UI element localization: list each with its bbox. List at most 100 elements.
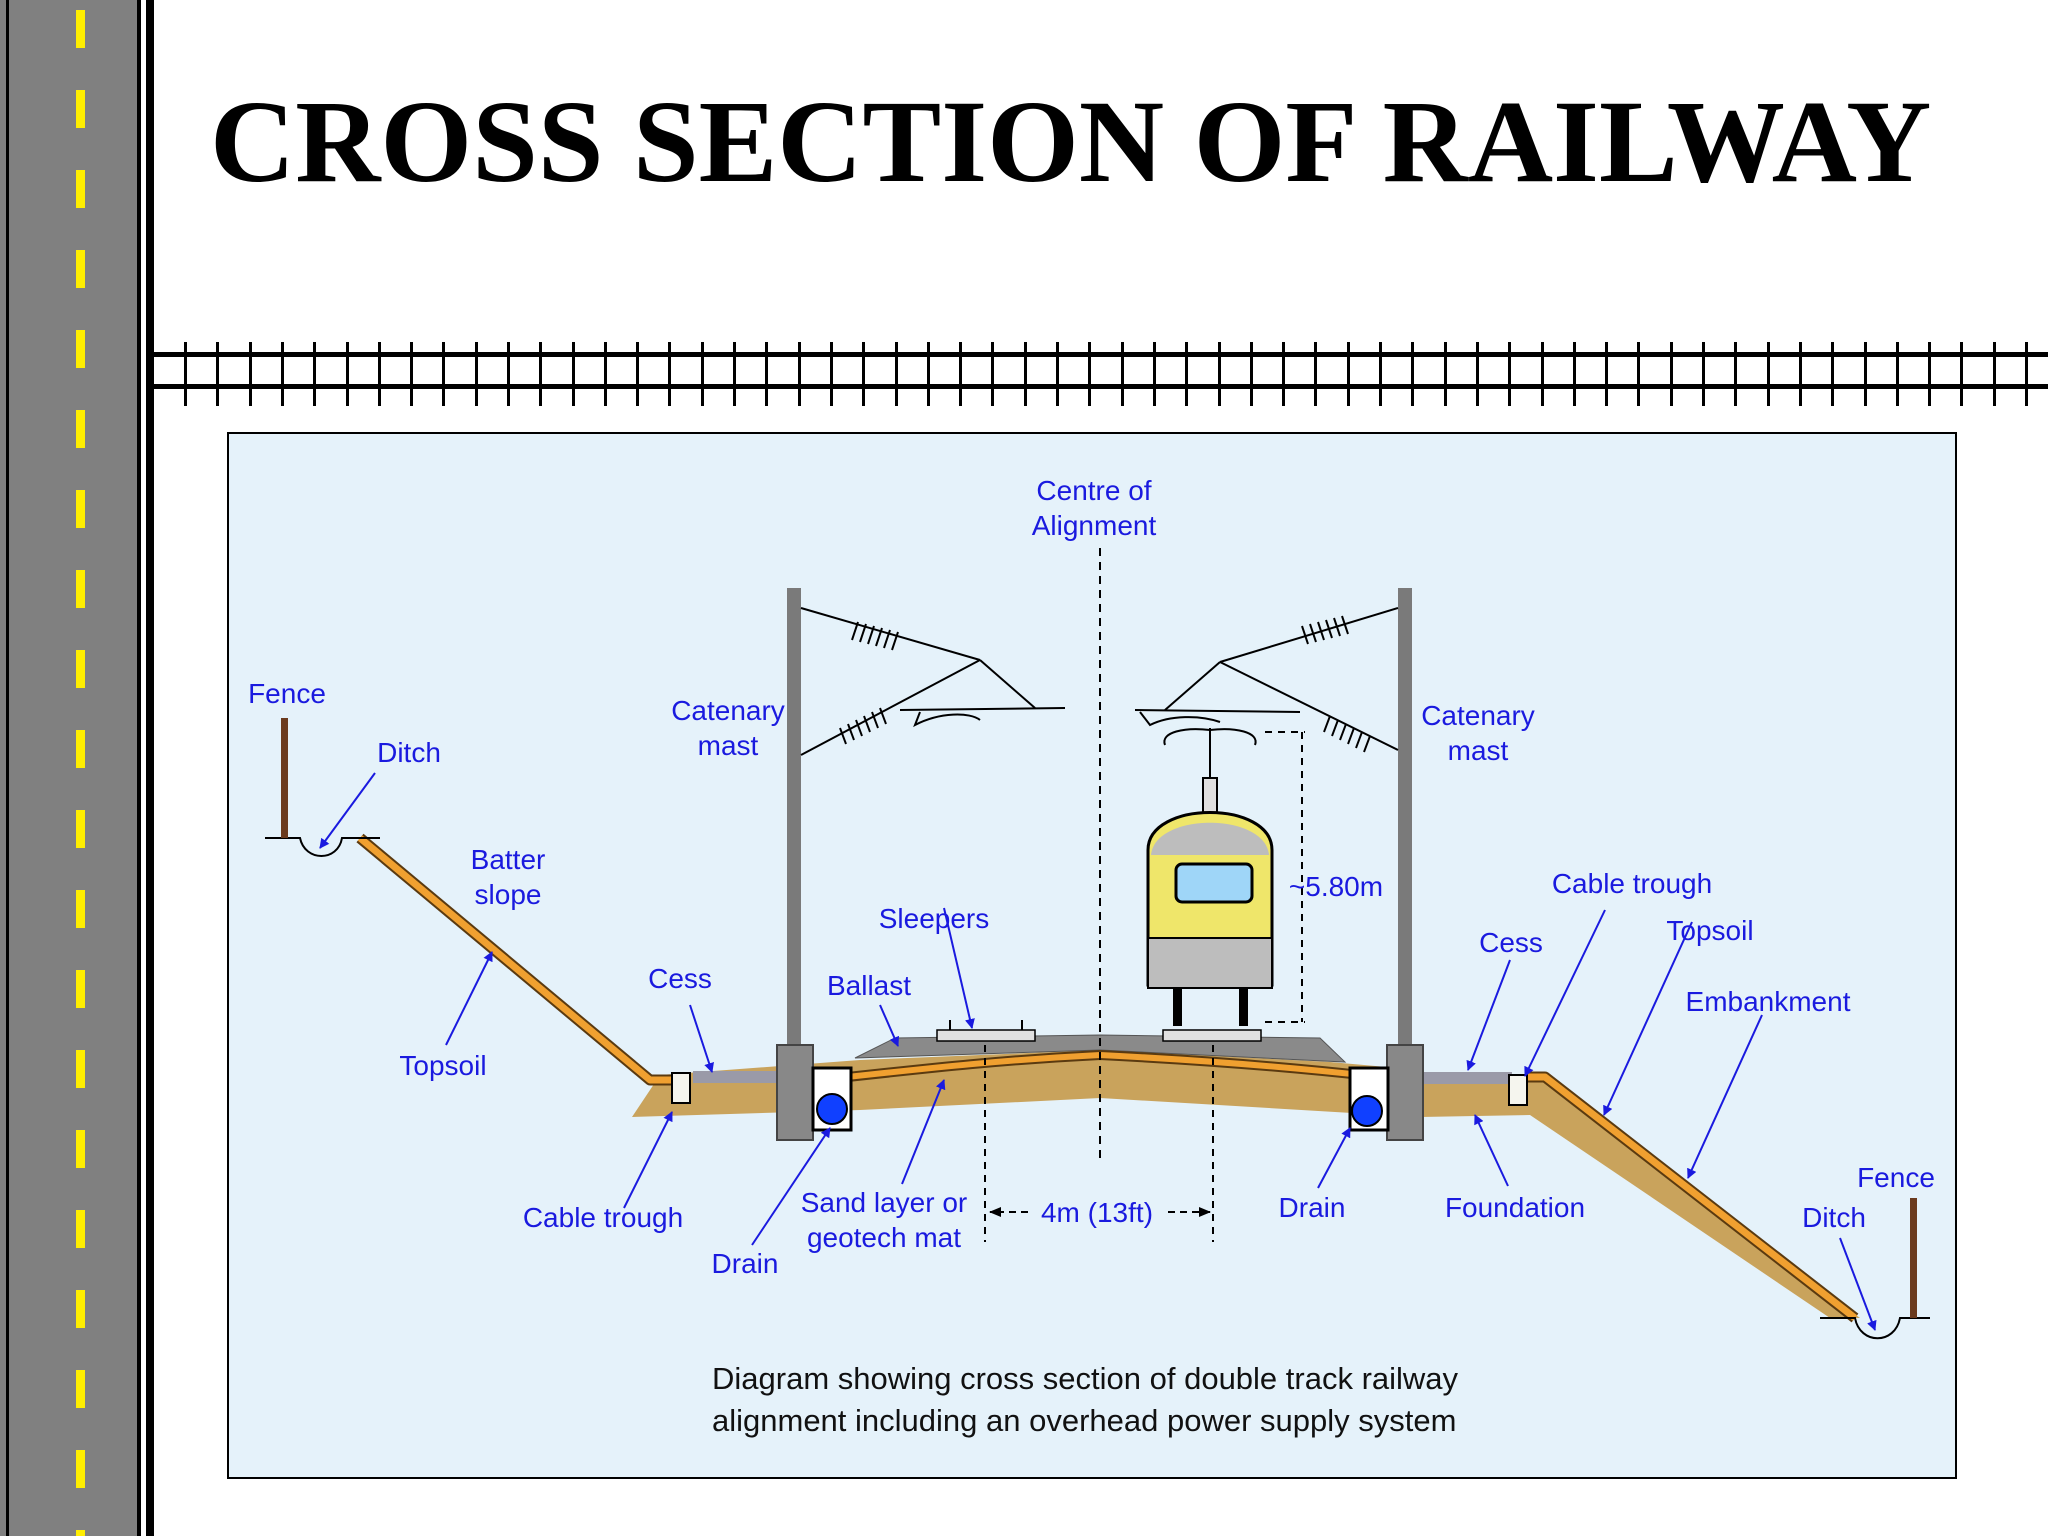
road-dash xyxy=(76,10,85,48)
track-tie xyxy=(1734,342,1737,406)
left-drain-pipe xyxy=(816,1093,848,1125)
road-decoration xyxy=(0,0,154,1536)
road-center-dashes xyxy=(76,10,85,1536)
track-tie xyxy=(539,342,542,406)
right-cable-trough xyxy=(1508,1074,1528,1106)
road-dash xyxy=(76,250,85,288)
track-tie xyxy=(895,342,898,406)
track-tie xyxy=(1218,342,1221,406)
road-dash xyxy=(76,970,85,1008)
diagram-caption: Diagram showing cross section of double … xyxy=(712,1361,1459,1438)
track-tie xyxy=(1250,342,1253,406)
track-tie xyxy=(1896,342,1899,406)
track-tie xyxy=(1993,342,1996,406)
road-dash xyxy=(76,170,85,208)
track-tie xyxy=(346,342,349,406)
right-catenary-mast xyxy=(1398,588,1412,1048)
track-tie xyxy=(668,342,671,406)
track-tie xyxy=(1088,342,1091,406)
road-dash xyxy=(76,490,85,528)
train-wheel-right xyxy=(1239,988,1248,1026)
right-sleeper xyxy=(1162,1029,1262,1042)
label-left-cess: Cess xyxy=(648,963,712,994)
track-tie xyxy=(378,342,381,406)
track-tie xyxy=(216,342,219,406)
right-drain-pipe xyxy=(1351,1095,1383,1127)
road-dash xyxy=(76,410,85,448)
left-cess xyxy=(693,1071,785,1083)
track-tie xyxy=(1314,342,1317,406)
left-ditch xyxy=(265,837,380,857)
track-tie xyxy=(1282,342,1285,406)
label-left-cable-trough: Cable trough xyxy=(523,1202,683,1233)
track-tie xyxy=(1121,342,1124,406)
right-cantilever xyxy=(1134,607,1399,751)
left-cantilever xyxy=(800,607,1066,756)
track-tie xyxy=(1153,342,1156,406)
road-dash xyxy=(76,1290,85,1328)
label-left-fence: Fence xyxy=(248,678,326,709)
track-tie xyxy=(1799,342,1802,406)
left-insulators xyxy=(839,621,899,745)
label-height: ~5.80m xyxy=(1289,871,1383,902)
label-right-cable-trough: Cable trough xyxy=(1552,868,1712,899)
train xyxy=(1146,728,1274,1026)
road-dash xyxy=(76,1450,85,1488)
left-fence-post xyxy=(281,718,288,838)
track-rail-bottom xyxy=(154,384,2048,389)
track-tie xyxy=(475,342,478,406)
track-tie xyxy=(1864,342,1867,406)
track-tie xyxy=(991,342,994,406)
track-tie xyxy=(765,342,768,406)
track-tie xyxy=(1024,342,1027,406)
slide-title: CROSS SECTION OF RAILWAY xyxy=(210,76,1932,207)
road-dash xyxy=(76,330,85,368)
track-tie xyxy=(1960,342,1963,406)
track-tie xyxy=(410,342,413,406)
road-dash xyxy=(76,90,85,128)
track-tie xyxy=(1573,342,1576,406)
track-tie xyxy=(959,342,962,406)
train-wheel-left xyxy=(1173,988,1182,1026)
right-embankment xyxy=(1420,1075,1860,1318)
track-tie xyxy=(1670,342,1673,406)
railway-track-decoration xyxy=(154,342,2048,406)
right-cess xyxy=(1420,1072,1512,1084)
track-tie xyxy=(1702,342,1705,406)
road-dash xyxy=(76,650,85,688)
track-tie xyxy=(1508,342,1511,406)
road-dash xyxy=(76,1130,85,1168)
right-insulators xyxy=(1301,615,1371,753)
label-right-cess: Cess xyxy=(1479,927,1543,958)
track-tie xyxy=(862,342,865,406)
track-tie xyxy=(1637,342,1640,406)
label-right-topsoil: Topsoil xyxy=(1666,915,1753,946)
left-mast-foundation xyxy=(776,1044,814,1141)
track-tie xyxy=(1056,342,1059,406)
road-dash xyxy=(76,570,85,608)
track-tie xyxy=(249,342,252,406)
track-tie xyxy=(798,342,801,406)
label-sleepers: Sleepers xyxy=(879,903,990,934)
track-tie xyxy=(604,342,607,406)
diagram-panel xyxy=(227,432,1957,1479)
track-tie xyxy=(572,342,575,406)
track-tie xyxy=(1928,342,1931,406)
right-mast-foundation xyxy=(1386,1044,1424,1141)
leader-arrows xyxy=(319,772,1877,1331)
track-tie xyxy=(1379,342,1382,406)
road-dash xyxy=(76,1530,85,1536)
track-tie xyxy=(1605,342,1608,406)
label-foundation: Foundation xyxy=(1445,1192,1585,1223)
track-tie xyxy=(313,342,316,406)
track-tie xyxy=(1347,342,1350,406)
label-ballast: Ballast xyxy=(827,970,911,1001)
road-dash xyxy=(76,1370,85,1408)
train-window xyxy=(1174,862,1254,904)
track-tie xyxy=(442,342,445,406)
track-tie xyxy=(636,342,639,406)
